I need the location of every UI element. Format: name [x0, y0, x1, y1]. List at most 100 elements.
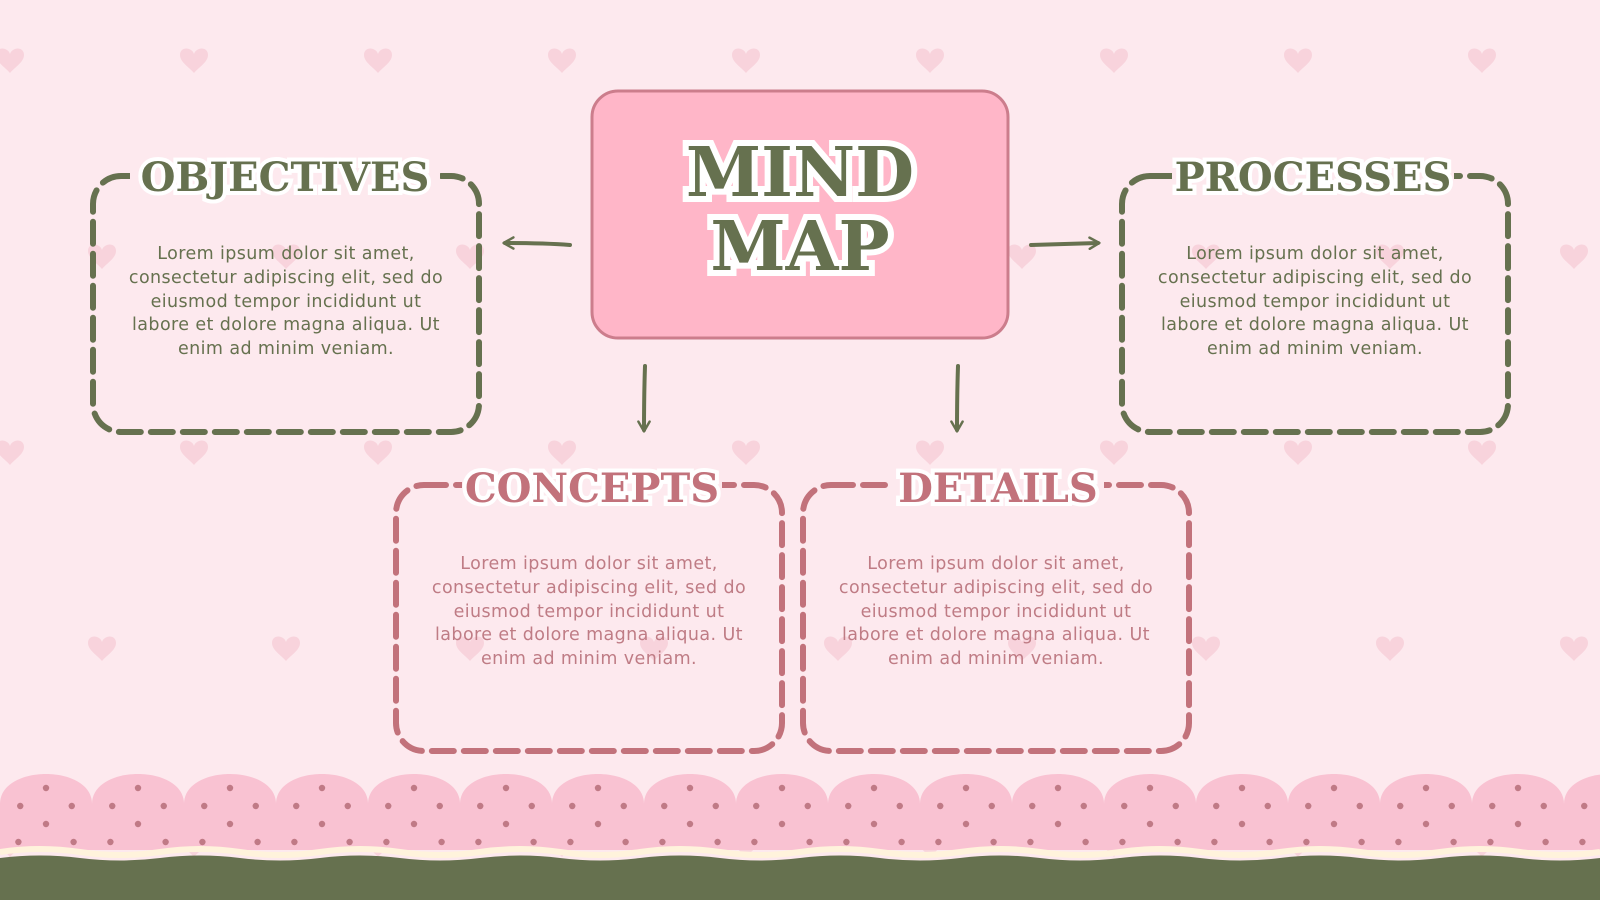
scallop — [644, 774, 736, 850]
polka-dot — [1487, 838, 1494, 846]
scallop — [1104, 774, 1196, 850]
concepts-title: CONCEPTS — [461, 465, 723, 513]
polka-dot — [134, 820, 142, 828]
polka-dot — [318, 784, 326, 792]
polka-dot — [502, 820, 510, 828]
objectives-body: Lorem ipsum dolor sit amet, consectetur … — [128, 244, 444, 360]
polka-dot — [778, 784, 786, 792]
polka-dot — [291, 838, 298, 846]
polka-dot — [1264, 802, 1271, 810]
polka-dot — [778, 820, 786, 828]
polka-dot — [898, 838, 905, 846]
mind-map-center-box — [590, 89, 1010, 340]
polka-dot — [990, 838, 997, 846]
polka-dot — [410, 820, 418, 828]
polka-dot — [1146, 784, 1154, 792]
polka-dot — [436, 802, 443, 810]
scallop — [1288, 774, 1380, 850]
polka-dot — [962, 784, 970, 792]
polka-dot — [226, 820, 234, 828]
scallop — [736, 774, 828, 850]
scallop — [276, 774, 368, 850]
polka-dot — [622, 838, 629, 846]
scallop — [1472, 774, 1564, 850]
polka-dot — [1489, 802, 1496, 810]
polka-dot — [1581, 802, 1588, 810]
arrow-to-concepts — [637, 364, 651, 433]
processes-title-gap — [1172, 164, 1454, 190]
polka-dot — [17, 802, 24, 810]
polka-dot — [620, 802, 627, 810]
scalloped-pink-border — [0, 774, 1600, 850]
polka-dot — [1213, 802, 1220, 810]
polka-dot — [475, 838, 482, 846]
polka-dot — [806, 838, 813, 846]
polka-dot — [346, 838, 353, 846]
details-title: DETAILS — [894, 465, 1102, 513]
polka-dot — [385, 802, 392, 810]
polka-dot — [1121, 802, 1128, 810]
polka-dot — [1303, 838, 1310, 846]
polka-dot — [68, 802, 75, 810]
polka-dot — [160, 802, 167, 810]
polka-dot — [107, 838, 114, 846]
polka-dot — [1542, 838, 1549, 846]
concepts-title-gap — [462, 473, 722, 499]
polka-dot — [1029, 802, 1036, 810]
polka-dot — [988, 802, 995, 810]
concepts-body: Lorem ipsum dolor sit amet, consectetur … — [431, 554, 747, 670]
polka-dot — [530, 838, 537, 846]
objectives-title: OBJECTIVES — [137, 154, 434, 202]
polka-dot — [1080, 802, 1087, 810]
polka-dot — [712, 802, 719, 810]
polka-dot — [935, 838, 942, 846]
polka-dot — [1238, 820, 1246, 828]
polka-dot — [1514, 784, 1522, 792]
polka-dot — [714, 838, 721, 846]
polka-dot — [659, 838, 666, 846]
polka-dot — [318, 820, 326, 828]
polka-dot — [843, 838, 850, 846]
polka-dot — [1358, 838, 1365, 846]
polka-dot — [1027, 838, 1034, 846]
polka-dot — [1422, 820, 1430, 828]
polka-dot — [438, 838, 445, 846]
olive-ground-strip — [0, 855, 1600, 900]
polka-dot — [1119, 838, 1126, 846]
cream-wavy-line — [0, 846, 1600, 858]
polka-dot — [410, 784, 418, 792]
polka-dot — [1305, 802, 1312, 810]
polka-dot — [134, 784, 142, 792]
polka-dots — [15, 784, 1588, 846]
mind-map-title: MIND MAP — [590, 130, 1010, 290]
polka-dot — [502, 784, 510, 792]
polka-dot — [226, 784, 234, 792]
polka-dot — [109, 802, 116, 810]
polka-dot — [383, 838, 390, 846]
polka-dot — [1579, 838, 1586, 846]
polka-dot — [845, 802, 852, 810]
scallop — [920, 774, 1012, 850]
polka-dot — [477, 802, 484, 810]
polka-dot — [1422, 784, 1430, 792]
scallop — [552, 774, 644, 850]
polka-dot — [1238, 784, 1246, 792]
polka-dot — [254, 838, 261, 846]
scallop — [92, 774, 184, 850]
arrow-to-objectives — [502, 236, 572, 250]
polka-dot — [199, 838, 206, 846]
polka-dot — [937, 802, 944, 810]
polka-dot — [1054, 784, 1062, 792]
polka-dot — [1082, 838, 1089, 846]
polka-dot — [1054, 820, 1062, 828]
polka-dot — [870, 784, 878, 792]
scallop — [1196, 774, 1288, 850]
polka-dot — [528, 802, 535, 810]
polka-dot — [201, 802, 208, 810]
polka-dot — [804, 802, 811, 810]
processes-body: Lorem ipsum dolor sit amet, consectetur … — [1157, 244, 1473, 360]
polka-dot — [1146, 820, 1154, 828]
scallop — [0, 774, 92, 850]
polka-dot — [1330, 820, 1338, 828]
